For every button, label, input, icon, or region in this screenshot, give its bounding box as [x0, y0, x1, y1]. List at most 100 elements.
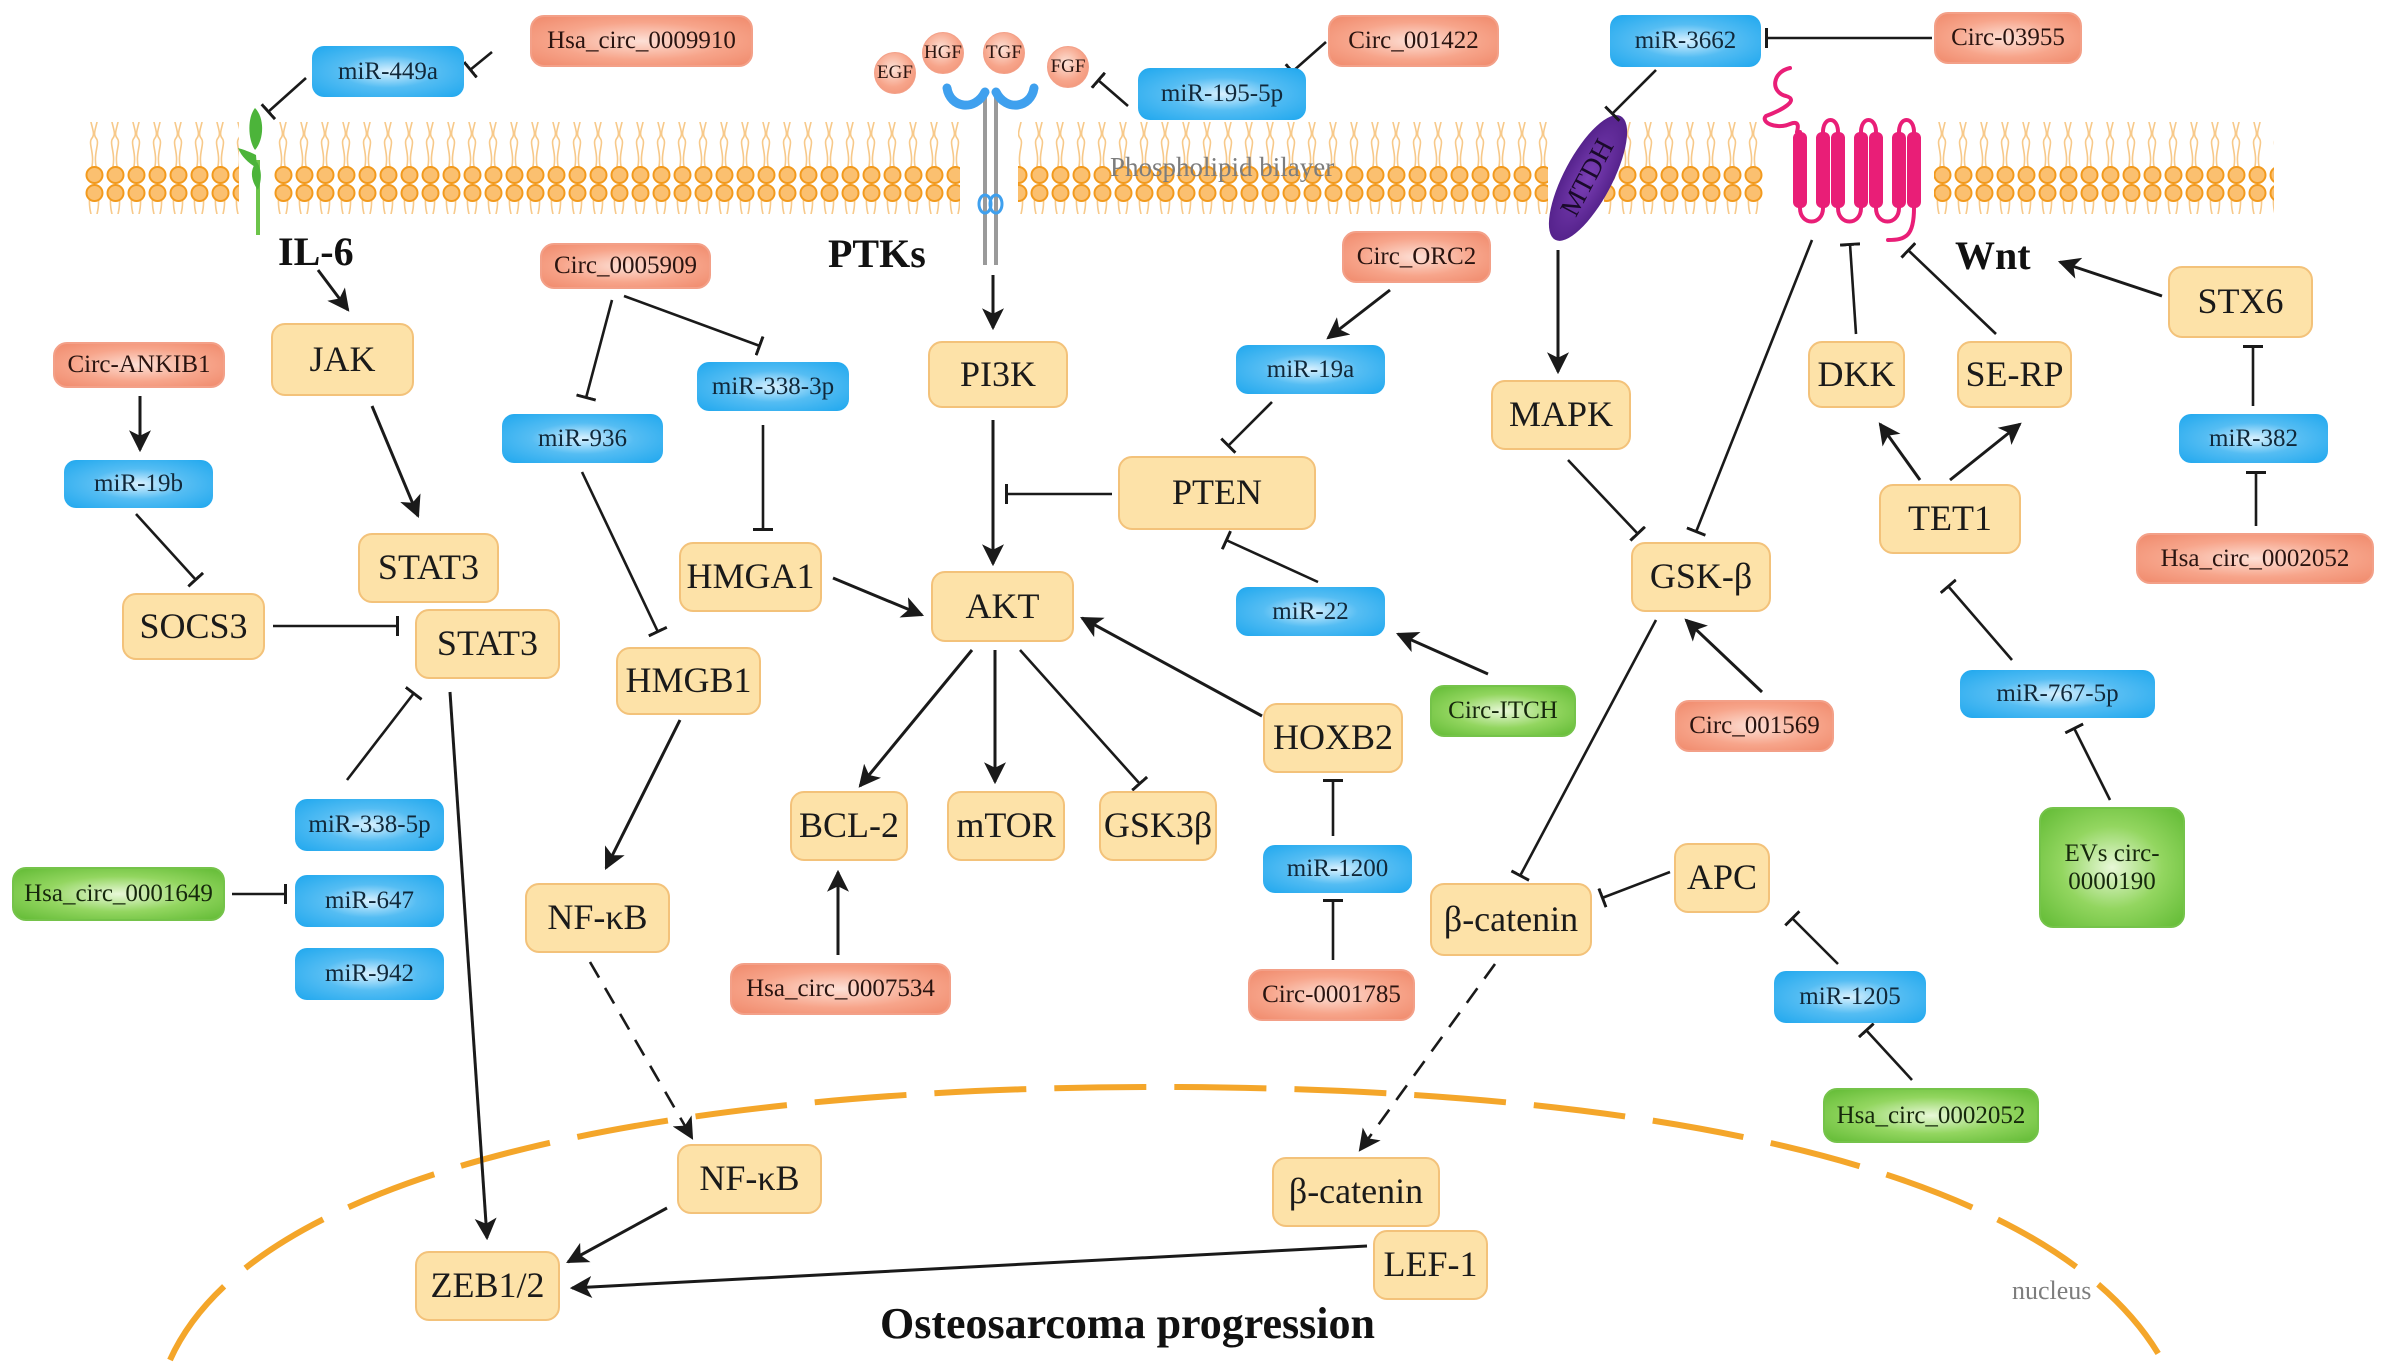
node-mir-647[interactable]: miR-647	[295, 875, 444, 927]
wnt-label: Wnt	[1955, 233, 2031, 278]
ptks-label: PTKs	[828, 231, 926, 276]
node-evs-circ-0000190[interactable]: EVs circ-0000190	[2039, 807, 2185, 928]
node-pten[interactable]: PTEN	[1118, 456, 1316, 530]
node-circ-orc2[interactable]: Circ_ORC2	[1342, 231, 1491, 283]
node-apc[interactable]: APC	[1674, 843, 1770, 913]
node-b-catenin[interactable]: β-catenin	[1430, 883, 1592, 956]
node-mir-1205[interactable]: miR-1205	[1774, 971, 1926, 1023]
edge-mir-195-5p-fgf	[1090, 71, 1129, 107]
edge-mir-19b-socs3	[135, 513, 205, 588]
edge-apc-b-catenin	[1597, 870, 1671, 908]
node-hsa-circ-0001649[interactable]: Hsa_circ_0001649	[12, 867, 225, 921]
node-mir-19a[interactable]: miR-19a	[1236, 345, 1385, 394]
node-mir-19b[interactable]: miR-19b	[64, 460, 213, 508]
node-hmga1[interactable]: HMGA1	[679, 542, 822, 612]
edge-circ-001569-gsk-b	[1684, 618, 1764, 694]
edge-lef1-zeb12	[569, 1244, 1368, 1298]
node-lef1[interactable]: LEF-1	[1373, 1230, 1488, 1300]
edge-circ-001422-mir-195-5p	[1284, 41, 1327, 81]
nucleus-label: nucleus	[2012, 1276, 2092, 1305]
edge-mir-767-5p-tet1	[1939, 578, 2013, 661]
node-hsa-circ-0002052-red[interactable]: Hsa_circ_0002052	[2136, 533, 2374, 584]
membrane-segment	[1018, 122, 1548, 214]
node-bcl2[interactable]: BCL-2	[790, 791, 908, 861]
edge-hoxb2-akt	[1080, 616, 1263, 718]
node-circ-0005909[interactable]: Circ_0005909	[540, 243, 711, 289]
node-mtor[interactable]: mTOR	[947, 791, 1065, 861]
edge-circ-0005909-mir-338-3p	[623, 294, 765, 356]
node-circ-001569[interactable]: Circ_001569	[1675, 700, 1834, 752]
node-mir-338-3p[interactable]: miR-338-3p	[697, 362, 849, 411]
edge-hsa-circ-0009910-mir-449a	[462, 50, 493, 79]
node-pi3k[interactable]: PI3K	[928, 341, 1068, 408]
node-circ-0001785[interactable]: Circ-0001785	[1248, 969, 1415, 1021]
ligand-fgf: FGF	[1047, 46, 1089, 88]
node-nfkb-nucleus[interactable]: NF-κB	[677, 1144, 822, 1214]
node-nfkb[interactable]: NF-κB	[525, 883, 670, 953]
node-mapk[interactable]: MAPK	[1491, 380, 1631, 450]
edge-akt-bcl2	[858, 649, 974, 788]
phospholipid-bilayer	[84, 122, 2274, 214]
membrane-segment	[1934, 122, 2274, 214]
edge-mir-936-hmgb1	[580, 471, 668, 638]
edge-mir-19a-pten	[1220, 401, 1273, 454]
node-mir-22[interactable]: miR-22	[1236, 587, 1385, 636]
membrane-label: Phospholipid bilayer	[1110, 152, 1335, 182]
node-jak[interactable]: JAK	[271, 323, 414, 396]
node-hoxb2[interactable]: HOXB2	[1263, 703, 1403, 773]
edge-hmga1-akt	[832, 576, 925, 618]
edge-circ-0005909-mir-936	[576, 299, 614, 402]
ligand-egf: EGF	[874, 52, 916, 94]
node-circ-itch[interactable]: Circ-ITCH	[1430, 685, 1576, 737]
membrane-segment	[84, 122, 239, 214]
edge-mir-449a-il6-receptor	[260, 77, 307, 121]
node-akt[interactable]: AKT	[931, 571, 1074, 642]
node-circ-03955[interactable]: Circ-03955	[1934, 12, 2082, 64]
edge-tet1-dkk	[1878, 422, 1922, 481]
node-hsa-circ-0007534[interactable]: Hsa_circ_0007534	[730, 963, 951, 1015]
node-gsk-b[interactable]: GSK-β	[1631, 542, 1771, 612]
node-mir-195-5p[interactable]: miR-195-5p	[1138, 68, 1306, 120]
page-title: Osteosarcoma progression	[880, 1299, 1375, 1348]
node-mir-449a[interactable]: miR-449a	[312, 46, 464, 97]
node-hsa-circ-0009910[interactable]: Hsa_circ_0009910	[530, 15, 753, 67]
edge-circ-orc2-mir-19a	[1326, 288, 1391, 340]
node-mir-936[interactable]: miR-936	[502, 414, 663, 463]
node-mir-942[interactable]: miR-942	[295, 948, 444, 1000]
edge-jak-stat3	[370, 405, 421, 519]
node-mir-3662[interactable]: miR-3662	[1610, 15, 1761, 67]
node-hsa-circ-0002052-green[interactable]: Hsa_circ_0002052	[1823, 1088, 2039, 1143]
node-stat3-a[interactable]: STAT3	[358, 533, 499, 603]
node-dkk[interactable]: DKK	[1808, 341, 1905, 408]
edge-nfkb-translocation	[588, 961, 694, 1140]
edge-gsk-b-b-catenin	[1510, 619, 1658, 882]
edge-stx6-wnt	[2057, 257, 2163, 298]
node-circ-ankib1[interactable]: Circ-ANKIB1	[53, 342, 225, 388]
node-se-rp[interactable]: SE-RP	[1957, 341, 2072, 408]
node-mir-382[interactable]: miR-382	[2179, 414, 2328, 463]
node-mir-1200[interactable]: miR-1200	[1263, 845, 1412, 893]
node-stat3-b[interactable]: STAT3	[415, 609, 560, 679]
membrane-segment	[272, 122, 960, 214]
node-stx6[interactable]: STX6	[2168, 266, 2313, 338]
node-zeb12[interactable]: ZEB1/2	[415, 1251, 560, 1321]
frizzled-receptor-icon	[1762, 66, 1921, 242]
edge-nfkb-nucleus-zeb12	[566, 1206, 668, 1264]
il6-label: IL-6	[278, 229, 354, 274]
edge-mir-1205-apc	[1784, 910, 1839, 965]
edge-mir-22-pten	[1220, 530, 1319, 584]
il6-receptor-icon	[238, 108, 263, 235]
node-circ-001422[interactable]: Circ_001422	[1328, 15, 1499, 67]
node-hmgb1[interactable]: HMGB1	[616, 647, 761, 715]
node-socs3[interactable]: SOCS3	[122, 593, 265, 660]
node-gsk3b[interactable]: GSK3β	[1099, 791, 1217, 861]
membrane-segment	[1604, 122, 1764, 214]
edge-il6-jak	[316, 269, 350, 312]
edge-mir-338-5p-stat3	[345, 686, 423, 781]
node-b-catenin-nucleus[interactable]: β-catenin	[1272, 1157, 1440, 1227]
node-tet1[interactable]: TET1	[1879, 484, 2021, 554]
node-mir-767-5p[interactable]: miR-767-5p	[1960, 670, 2155, 718]
edge-b-catenin-translocation	[1358, 963, 1497, 1152]
node-mir-338-5p[interactable]: miR-338-5p	[295, 799, 444, 851]
